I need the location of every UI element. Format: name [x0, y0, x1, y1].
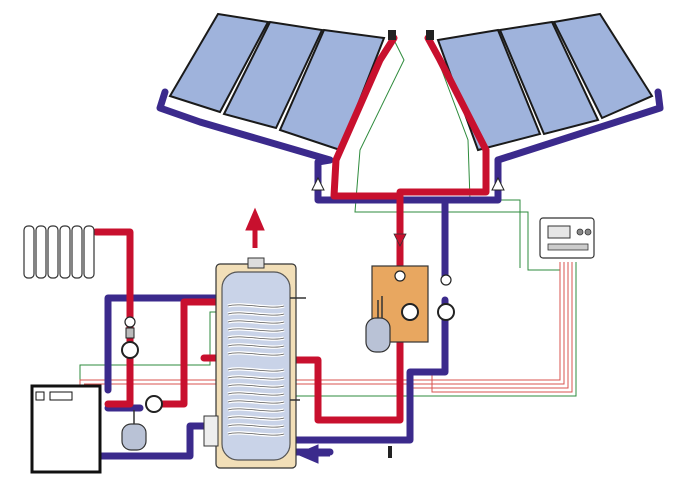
upper-heat-exchanger-coil	[227, 303, 285, 357]
station-flow-meter-icon	[440, 274, 452, 286]
lower-coil-outline	[227, 416, 285, 420]
station-pump-icon	[401, 303, 419, 321]
left-return-arrow-icon	[311, 176, 325, 191]
expansion-vessel-body	[365, 317, 391, 353]
controller-display	[547, 225, 571, 239]
heating-pump	[121, 341, 139, 359]
tank-hot-outlet	[247, 257, 265, 269]
boiler-pump	[145, 395, 163, 413]
lower-coil-outline	[227, 368, 285, 372]
cold-water-inlet-arrow-icon	[295, 444, 330, 464]
boiler-panel	[49, 391, 73, 401]
control-wiring	[79, 262, 573, 393]
upper-coil-outline	[227, 336, 285, 340]
boiler-indicator	[35, 391, 45, 401]
upper-coil-outline	[227, 312, 285, 316]
radiator-fin	[83, 225, 95, 279]
station-pressure-gauge-icon	[394, 270, 406, 282]
boiler	[30, 384, 102, 474]
station-down-arrow-icon	[393, 233, 407, 247]
radiator-fin	[59, 225, 71, 279]
lower-coil-outline	[227, 392, 285, 396]
controller-terminal-strip	[547, 243, 589, 251]
solar-panel-left-1	[168, 12, 270, 114]
heating-pump-icon	[121, 341, 139, 359]
radiator-fin	[23, 225, 35, 279]
cold-return-pipes	[96, 88, 664, 460]
radiator-fin	[47, 225, 59, 279]
lower-coil-outline	[227, 408, 285, 412]
lower-coil-outline	[227, 432, 285, 436]
solar-panel-right-3	[552, 12, 654, 120]
lower-coil-outline	[227, 376, 285, 380]
solar-panel-left-2	[222, 20, 324, 130]
lower-coil-outline	[227, 384, 285, 388]
solar-expansion-vessel	[365, 300, 391, 353]
hot-water-outlet-arrow-icon	[245, 207, 265, 248]
upper-coil-outline	[227, 352, 285, 356]
lower-coil-outline	[227, 424, 285, 428]
boiler-expansion-vessel	[121, 410, 147, 451]
radiator	[23, 225, 95, 279]
collector-sensors	[388, 30, 434, 40]
upper-coil-outline	[227, 344, 285, 348]
solar-collector-right-array	[436, 12, 654, 152]
heating-valve	[124, 316, 136, 339]
right-return-arrow-icon	[491, 176, 505, 191]
solar-collector-left-array	[168, 12, 386, 152]
station-return-pump-icon	[437, 303, 455, 321]
radiator-fin	[71, 225, 83, 279]
radiator-fin	[35, 225, 47, 279]
upper-coil-outline	[227, 320, 285, 324]
tank-inner-vessel	[221, 271, 291, 461]
lower-coil-outline	[227, 400, 285, 404]
solar-panel-right-2	[498, 20, 600, 136]
boiler-vessel-body	[121, 423, 147, 451]
lower-heat-exchanger-coil	[227, 367, 285, 437]
controller-button-icon	[584, 228, 592, 236]
controller-button-icon	[576, 228, 584, 236]
upper-coil-outline	[227, 304, 285, 308]
upper-coil-outline	[227, 328, 285, 332]
electric-heater-box	[203, 415, 219, 447]
storage-tank	[203, 207, 330, 469]
solar-controller	[539, 217, 595, 259]
boiler-pump-icon	[145, 395, 163, 413]
